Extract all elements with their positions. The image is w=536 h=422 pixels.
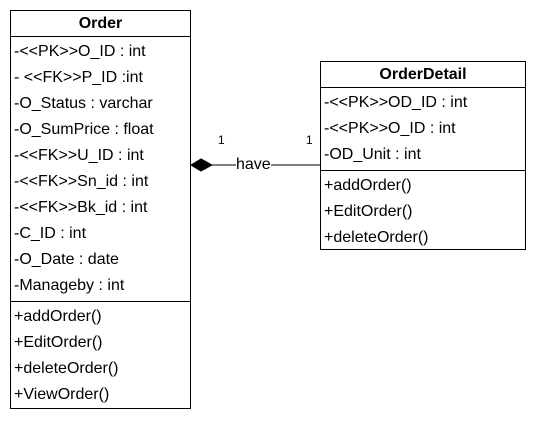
attribute: -<<FK>>Sn_id : int bbox=[14, 173, 149, 190]
class-order-attributes: -<<PK>>O_ID : int - <<FK>>P_ID :int -O_S… bbox=[11, 37, 190, 301]
method: +ViewOrder() bbox=[14, 386, 110, 403]
method: +deleteOrder() bbox=[14, 360, 119, 377]
attribute: -<<FK>>U_ID : int bbox=[14, 147, 144, 164]
attribute: -<<PK>>O_ID : int bbox=[14, 43, 146, 60]
attribute: -OD_Unit : int bbox=[324, 146, 421, 163]
attribute: -O_Status : varchar bbox=[14, 95, 153, 112]
class-order-detail-title: OrderDetail bbox=[321, 62, 525, 88]
source-multiplicity: 1 bbox=[218, 133, 225, 147]
attribute: - <<FK>>P_ID :int bbox=[14, 69, 143, 86]
class-order-title: Order bbox=[11, 11, 190, 37]
target-multiplicity: 1 bbox=[306, 133, 313, 147]
attribute: -O_SumPrice : float bbox=[14, 121, 154, 138]
attribute: -<<PK>>O_ID : int bbox=[324, 120, 456, 137]
composition-diamond-icon bbox=[190, 158, 214, 172]
method: +EditOrder() bbox=[324, 203, 413, 220]
attribute: -C_ID : int bbox=[14, 225, 87, 242]
class-order-detail-attributes: -<<PK>>OD_ID : int -<<PK>>O_ID : int -OD… bbox=[321, 88, 525, 170]
class-order-detail-methods: +addOrder() +EditOrder() +deleteOrder() bbox=[321, 170, 525, 253]
class-order[interactable]: Order -<<PK>>O_ID : int - <<FK>>P_ID :in… bbox=[10, 10, 191, 409]
method: +addOrder() bbox=[14, 308, 102, 325]
class-order-detail[interactable]: OrderDetail -<<PK>>OD_ID : int -<<PK>>O_… bbox=[320, 61, 526, 250]
relationship-label: have bbox=[236, 156, 271, 174]
method: +deleteOrder() bbox=[324, 229, 429, 246]
attribute: -Manageby : int bbox=[14, 277, 125, 294]
method: +EditOrder() bbox=[14, 334, 103, 351]
method: +addOrder() bbox=[324, 177, 412, 194]
attribute: -<<PK>>OD_ID : int bbox=[324, 94, 468, 111]
attribute: -<<FK>>Bk_id : int bbox=[14, 199, 148, 216]
attribute: -O_Date : date bbox=[14, 251, 119, 268]
class-order-methods: +addOrder() +EditOrder() +deleteOrder() … bbox=[11, 301, 190, 410]
